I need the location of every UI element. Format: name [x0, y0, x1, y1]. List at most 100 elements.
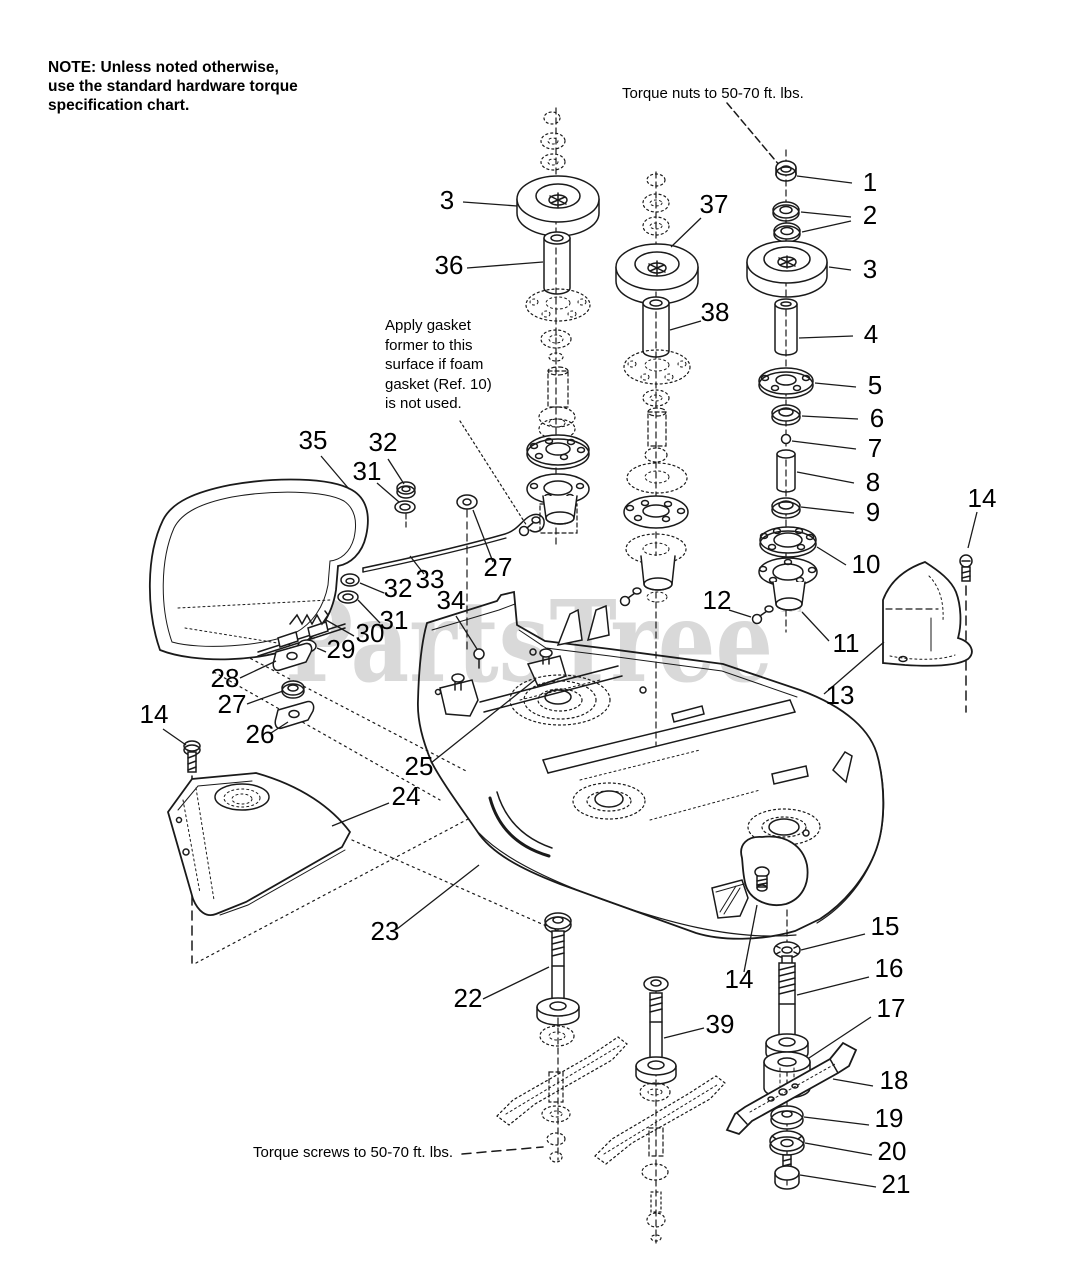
callout-label-9: 9 — [866, 497, 880, 527]
callout-label-28: 28 — [211, 663, 240, 693]
leader-line — [823, 641, 885, 695]
note-line: specification chart. — [48, 97, 190, 114]
callout-label-27: 27 — [218, 689, 247, 719]
callout-label-4: 4 — [864, 319, 878, 349]
leader-line — [246, 690, 284, 705]
leader-line — [669, 320, 702, 331]
callout-label-31: 31 — [380, 605, 409, 635]
callout-label-5: 5 — [868, 370, 882, 400]
callout-label-32: 32 — [369, 427, 398, 457]
leader-line — [331, 802, 390, 827]
leader-line — [162, 728, 187, 746]
leader-line — [466, 261, 544, 269]
leader-line — [801, 415, 859, 420]
note-line: surface if foam — [385, 356, 484, 373]
callout-label-2: 2 — [863, 200, 877, 230]
torque-nuts-note: Torque nuts to 50-70 ft. lbs. — [622, 85, 804, 102]
callout-label-36: 36 — [435, 250, 464, 280]
leader-line — [239, 660, 277, 679]
leader-line — [376, 482, 400, 503]
callout-leaders — [162, 175, 978, 1188]
leader-line — [387, 458, 405, 485]
torque-screws-note: Torque screws to 50-70 ft. lbs. — [253, 1144, 454, 1161]
leader-line — [800, 211, 852, 218]
callout-label-34: 34 — [437, 585, 466, 615]
leader-line — [796, 175, 853, 184]
leader-line — [462, 201, 518, 207]
callout-label-37: 37 — [700, 189, 729, 219]
callout-label-12: 12 — [703, 585, 732, 615]
callout-label-23: 23 — [371, 916, 400, 946]
callout-label-3: 3 — [440, 185, 454, 215]
leader-line — [409, 555, 425, 575]
leader-line — [814, 382, 857, 388]
leader-line — [482, 966, 550, 1000]
note-line: gasket (Ref. 10) — [385, 375, 492, 393]
callout-label-38: 38 — [701, 297, 730, 327]
leader-line — [663, 1027, 705, 1039]
leader-line — [967, 511, 978, 549]
callout-label-30: 30 — [356, 618, 385, 648]
leader-line — [803, 1116, 870, 1126]
leader-line — [796, 976, 870, 996]
callout-label-15: 15 — [871, 911, 900, 941]
callout-label-20: 20 — [878, 1136, 907, 1166]
callout-label-7: 7 — [868, 433, 882, 463]
leader-line — [430, 678, 537, 764]
callout-label-31: 31 — [353, 456, 382, 486]
callout-label-14: 14 — [725, 964, 754, 994]
leader-line — [325, 619, 355, 637]
callout-label-10: 10 — [852, 549, 881, 579]
leader-line — [799, 1174, 877, 1188]
callout-label-17: 17 — [877, 993, 906, 1023]
callout-label-21: 21 — [882, 1169, 911, 1199]
callout-label-32: 32 — [384, 573, 413, 603]
callout-label-39: 39 — [706, 1009, 735, 1039]
callout-label-22: 22 — [454, 983, 483, 1013]
leader-line — [455, 615, 478, 650]
callout-label-26: 26 — [246, 719, 275, 749]
callout-label-19: 19 — [875, 1103, 904, 1133]
leader-line — [320, 455, 350, 490]
callout-label-3: 3 — [863, 254, 877, 284]
note-line: NOTE: Unless noted otherwise, — [48, 59, 279, 76]
leader-line — [800, 506, 855, 514]
hardware-torque-note: NOTE: Unless noted otherwise, use the st… — [48, 58, 298, 115]
callout-label-8: 8 — [866, 467, 880, 497]
leader-line — [816, 546, 847, 566]
leader-line — [670, 217, 702, 248]
leader-line — [796, 471, 855, 484]
leader-line — [357, 599, 381, 624]
callout-label-25: 25 — [405, 751, 434, 781]
note-line: former to this — [385, 336, 473, 354]
leader-line — [396, 864, 480, 930]
watermark: PartsTreeTM — [285, 577, 803, 708]
callout-label-24: 24 — [392, 781, 421, 811]
parts-drawing — [148, 102, 973, 1244]
callout-label-11: 11 — [833, 628, 860, 658]
callout-label-16: 16 — [875, 953, 904, 983]
leader-line — [359, 582, 385, 594]
callout-label-18: 18 — [880, 1065, 909, 1095]
leader-line — [808, 1016, 872, 1059]
note-line: use the standard hardware torque — [48, 78, 298, 95]
leader-line — [828, 266, 852, 271]
note-line: is not used. — [385, 395, 462, 412]
leader-line — [743, 904, 758, 973]
leader-line — [804, 1142, 873, 1156]
callout-label-14: 14 — [968, 483, 997, 513]
callout-label-1: 1 — [863, 167, 877, 197]
leader-line — [791, 440, 857, 450]
gasket-former-note: Apply gasket former to this surface if f… — [385, 316, 492, 414]
leader-line — [316, 647, 327, 653]
callout-label-13: 13 — [826, 680, 855, 710]
leader-line — [270, 721, 289, 734]
leader-line — [800, 933, 866, 951]
leader-line — [801, 220, 852, 233]
callout-label-33: 33 — [416, 564, 445, 594]
callout-label-27: 27 — [484, 552, 513, 582]
callout-label-29: 29 — [327, 634, 356, 664]
leader-line — [728, 609, 752, 618]
watermark-text: PartsTree — [285, 577, 773, 708]
